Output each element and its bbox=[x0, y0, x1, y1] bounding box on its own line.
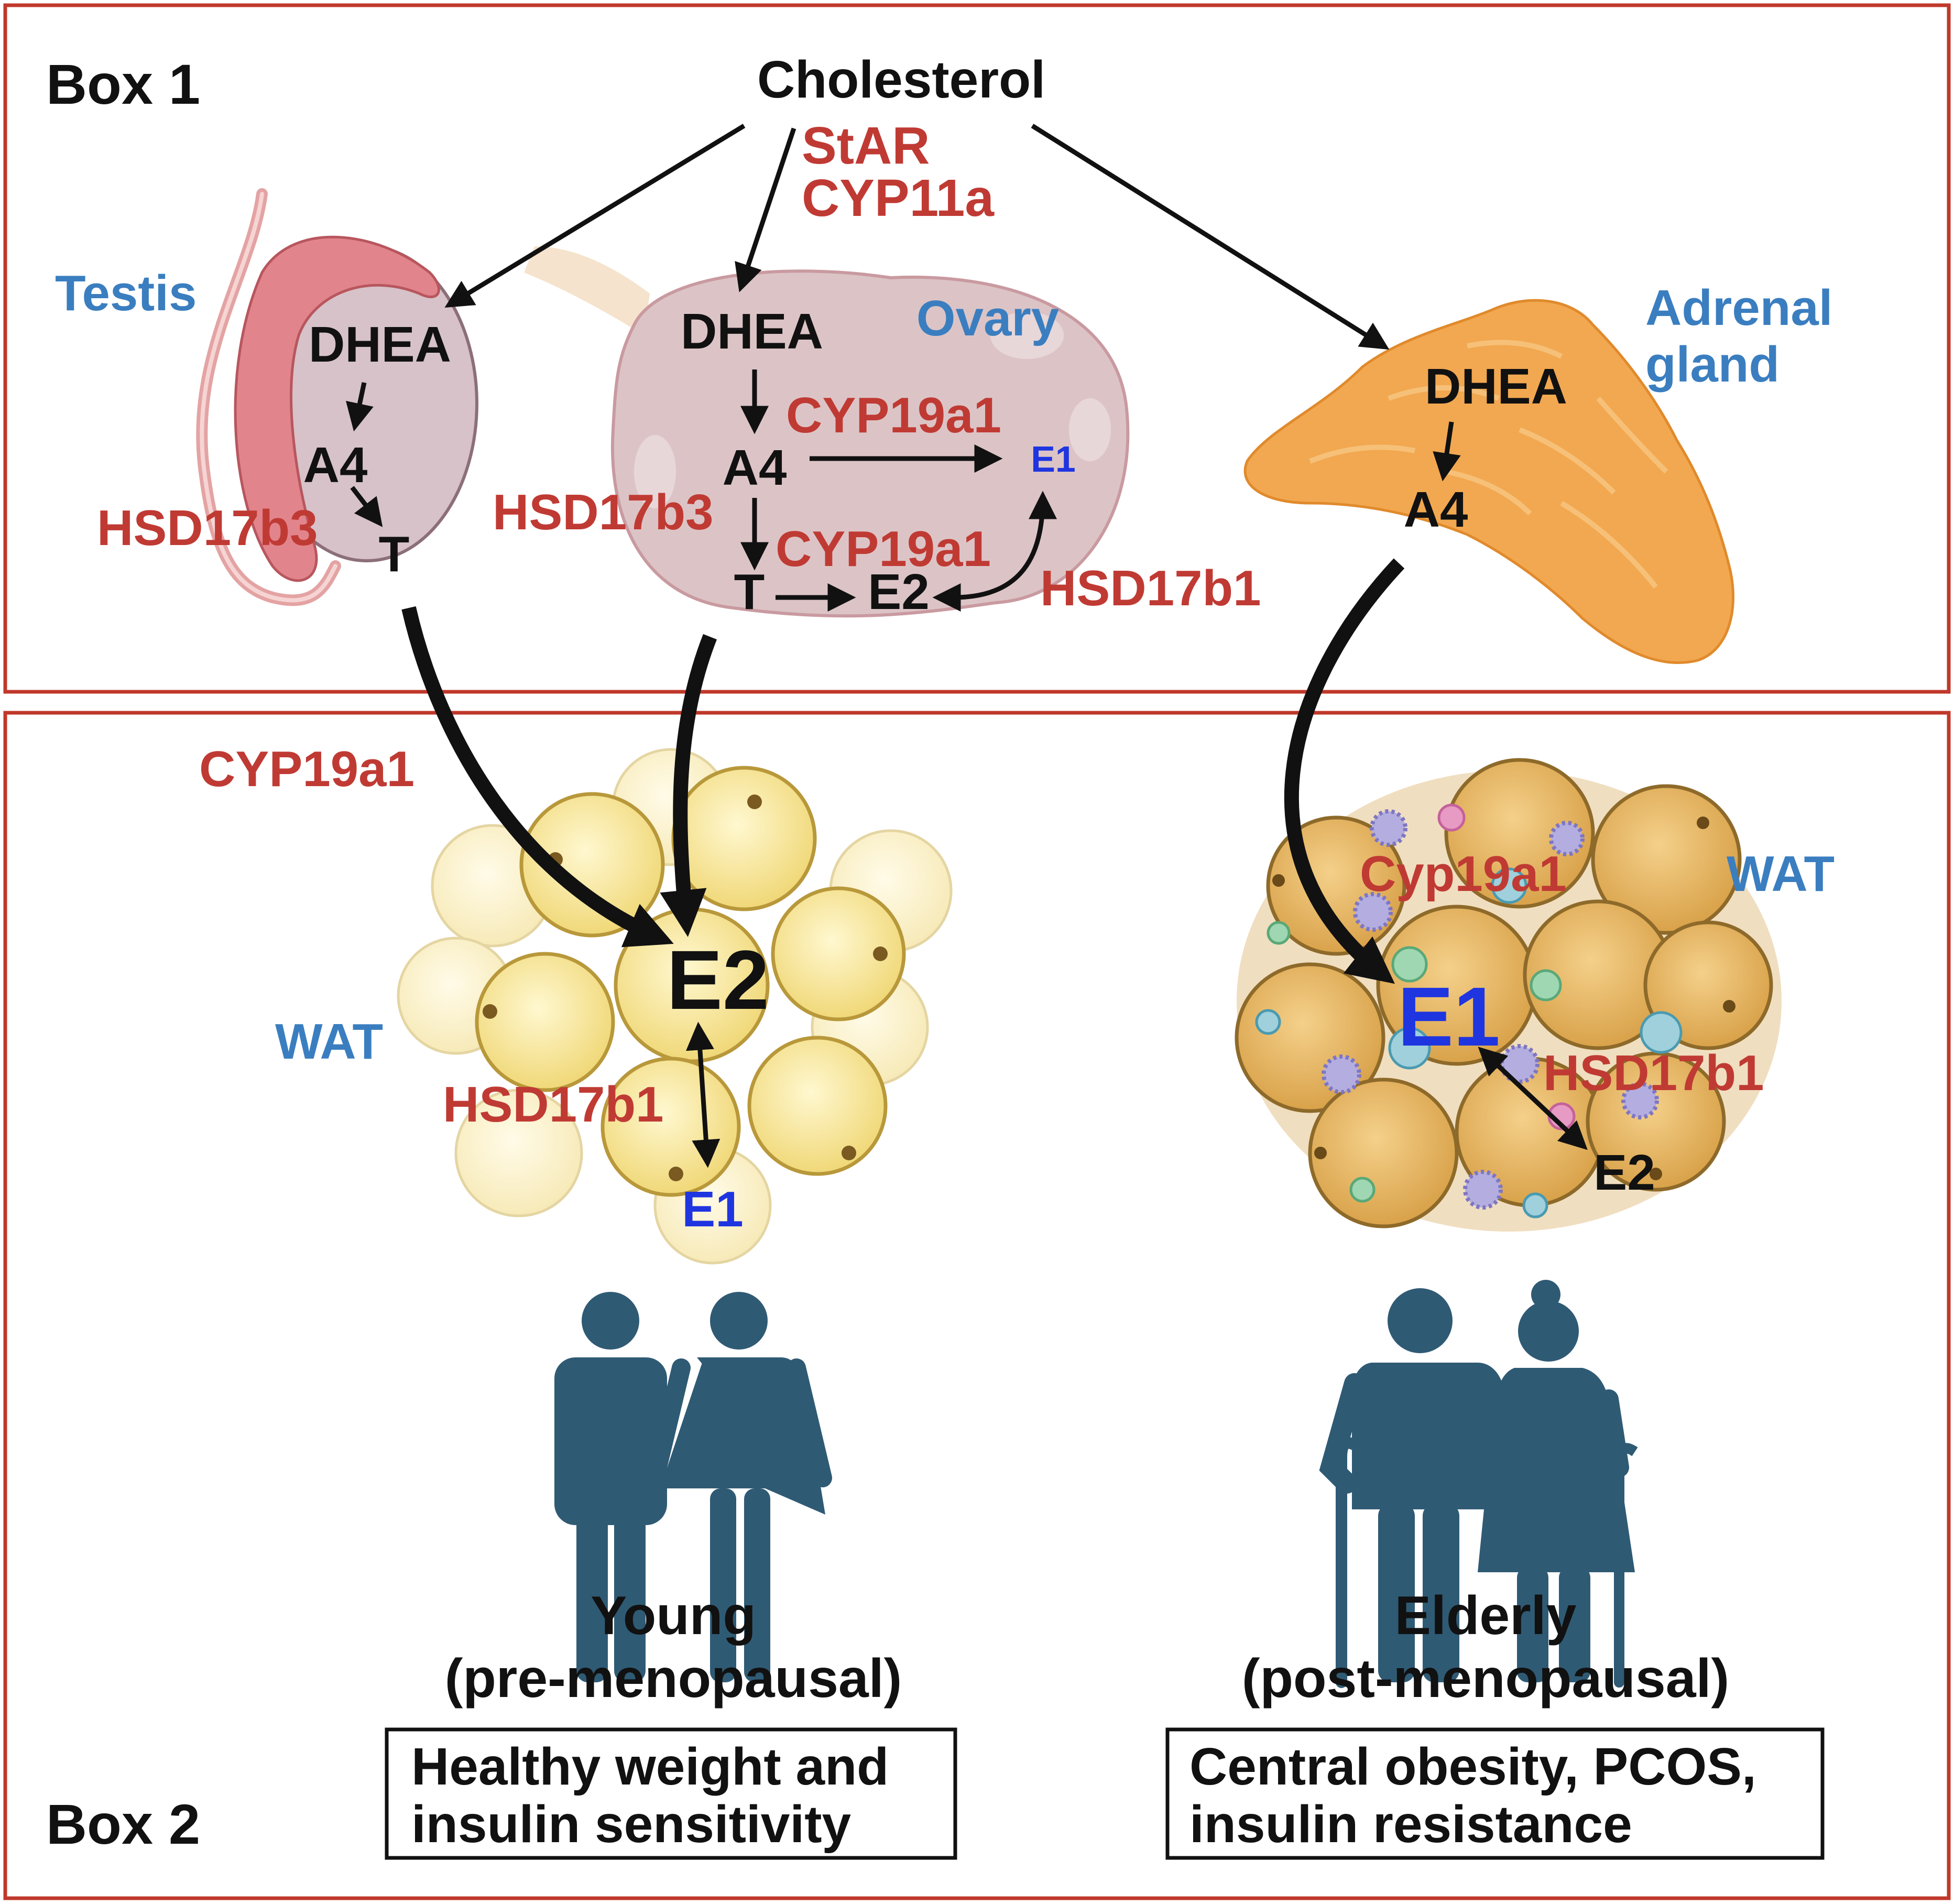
ovary-hsd17b1: HSD17b1 bbox=[1040, 560, 1261, 616]
ovary-t: T bbox=[734, 564, 765, 620]
testis-t: T bbox=[379, 526, 410, 582]
arrow-testis-a4-t bbox=[350, 486, 383, 527]
young-e2: E2 bbox=[667, 933, 769, 1027]
testis-hsd17b3: HSD17b3 bbox=[97, 500, 318, 556]
ovary-hsd17b3: HSD17b3 bbox=[493, 484, 714, 540]
elderly-couple-icon bbox=[1319, 1280, 1638, 1688]
elderly-e1: E1 bbox=[1398, 970, 1500, 1063]
arrow-adrenal-dhea-a4 bbox=[1433, 421, 1461, 482]
epididymis bbox=[234, 235, 440, 582]
arrow-cholesterol-to-ovary bbox=[735, 127, 796, 292]
cyp11a-label: CYP11a bbox=[802, 169, 995, 227]
ovary-cyp19a1-top: CYP19a1 bbox=[786, 387, 1001, 443]
young-wat-cluster bbox=[397, 748, 953, 1265]
ovary-follicle bbox=[1069, 398, 1111, 461]
adrenal-label-line2: gland bbox=[1645, 336, 1780, 393]
adrenal-label-line1: Adrenal bbox=[1645, 280, 1832, 336]
ovary-ligament bbox=[524, 246, 650, 335]
young-status-box bbox=[385, 1727, 957, 1860]
testis-dhea: DHEA bbox=[309, 317, 451, 373]
adrenal-gland-shape bbox=[1243, 299, 1734, 664]
arrow-cholesterol-to-adrenal bbox=[1031, 124, 1390, 350]
ovary-label: Ovary bbox=[916, 290, 1059, 346]
testis-label: Testis bbox=[55, 265, 197, 321]
elderly-status-box bbox=[1165, 1727, 1825, 1860]
elderly-status-line2: insulin resistance bbox=[1189, 1795, 1632, 1854]
ovary-follicle bbox=[990, 312, 1064, 359]
ovary-follicle bbox=[634, 435, 676, 508]
cholesterol-label: Cholesterol bbox=[757, 50, 1045, 109]
big-arrow-ovary-to-young-e2 bbox=[660, 634, 717, 937]
arrow-young-e2-e1 bbox=[685, 1021, 721, 1168]
young-hsd17b1: HSD17b1 bbox=[443, 1076, 664, 1133]
young-cyp19a1: CYP19a1 bbox=[199, 741, 414, 797]
arrow-ovary-e2-e1 bbox=[932, 491, 1057, 612]
arrow-cholesterol-to-testis bbox=[444, 124, 746, 308]
ovary-dhea: DHEA bbox=[681, 303, 823, 360]
arrow-elderly-e1-e2 bbox=[1478, 1047, 1588, 1150]
box2-label: Box 2 bbox=[46, 1792, 200, 1856]
ovary-a4: A4 bbox=[723, 440, 787, 496]
elderly-wat-label: WAT bbox=[1727, 846, 1835, 902]
young-e1: E1 bbox=[682, 1181, 743, 1237]
young-wat-label: WAT bbox=[275, 1014, 383, 1070]
arrow-testis-dhea-a4 bbox=[346, 382, 374, 432]
testis-a4: A4 bbox=[303, 437, 368, 493]
star-label: StAR bbox=[802, 116, 930, 175]
box2-frame bbox=[3, 711, 1951, 1900]
elderly-title-line1: Elderly bbox=[1395, 1585, 1577, 1646]
ovary-cyp19a1-bottom: CYP19a1 bbox=[776, 521, 991, 577]
adrenal-texture bbox=[1309, 340, 1668, 589]
elderly-status-line1: Central obesity, PCOS, bbox=[1189, 1737, 1756, 1796]
elderly-title-line2: (post-menopausal) bbox=[1242, 1648, 1729, 1709]
elderly-hsd17b1: HSD17b1 bbox=[1543, 1045, 1764, 1101]
ovary-e1: E1 bbox=[1031, 439, 1076, 480]
young-title-line1: Young bbox=[591, 1585, 756, 1646]
young-couple-icon bbox=[554, 1292, 832, 1682]
elderly-cyp19a1: Cyp19a1 bbox=[1360, 846, 1567, 902]
big-arrow-testis-to-young-e2 bbox=[401, 606, 674, 948]
young-status-line2: insulin sensitivity bbox=[411, 1795, 851, 1854]
adrenal-a4: A4 bbox=[1404, 482, 1468, 538]
young-title-line2: (pre-menopausal) bbox=[445, 1648, 902, 1709]
adrenal-dhea: DHEA bbox=[1425, 358, 1567, 415]
box1-label: Box 1 bbox=[46, 52, 200, 116]
elderly-e2: E2 bbox=[1593, 1145, 1655, 1201]
spermatic-cord-inner bbox=[200, 192, 337, 603]
box1-frame bbox=[3, 3, 1951, 694]
young-status-line1: Healthy weight and bbox=[411, 1737, 889, 1796]
big-arrow-adrenal-to-elderly-e1 bbox=[1284, 558, 1405, 984]
elderly-wat-cluster bbox=[1235, 758, 1782, 1232]
ovary-e2: E2 bbox=[868, 564, 929, 620]
